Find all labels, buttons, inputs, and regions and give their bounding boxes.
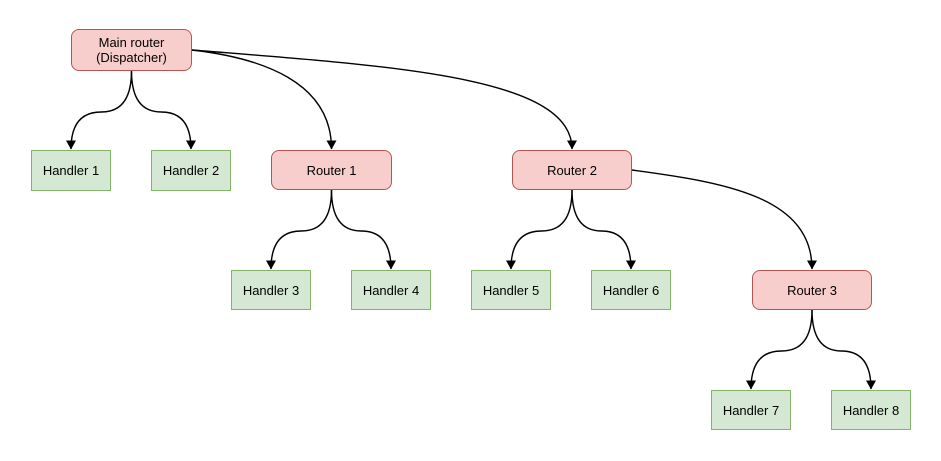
node-router-1: Router 1: [271, 150, 392, 190]
node-handler-5: Handler 5: [471, 270, 551, 310]
node-handler-8: Handler 8: [831, 390, 911, 430]
node-router-3: Router 3: [752, 270, 872, 310]
edge-router2-to-handler5: [506, 189, 573, 270]
edge-main-to-router2: [191, 49, 577, 150]
edge-router3-to-handler8: [811, 309, 876, 390]
node-handler-7: Handler 7: [711, 390, 791, 430]
node-router-2: Router 2: [512, 150, 632, 190]
node-handler-1: Handler 1: [31, 150, 111, 191]
node-handler-2: Handler 2: [151, 150, 231, 191]
edge-router1-to-handler4: [330, 189, 396, 270]
edge-main-to-router1: [191, 49, 337, 150]
node-handler-4: Handler 4: [351, 270, 431, 310]
node-handler-6: Handler 6: [591, 270, 671, 310]
edge-router1-to-handler3: [266, 189, 333, 270]
edge-main-to-handler1: [66, 70, 133, 150]
edge-main-to-handler2: [130, 70, 196, 150]
edge-router3-to-handler7: [746, 309, 813, 390]
node-main-router: Main router (Dispatcher): [71, 29, 192, 71]
node-handler-3: Handler 3: [231, 270, 311, 310]
edge-router2-to-router3: [631, 169, 817, 270]
edge-router2-to-handler6: [571, 189, 636, 270]
